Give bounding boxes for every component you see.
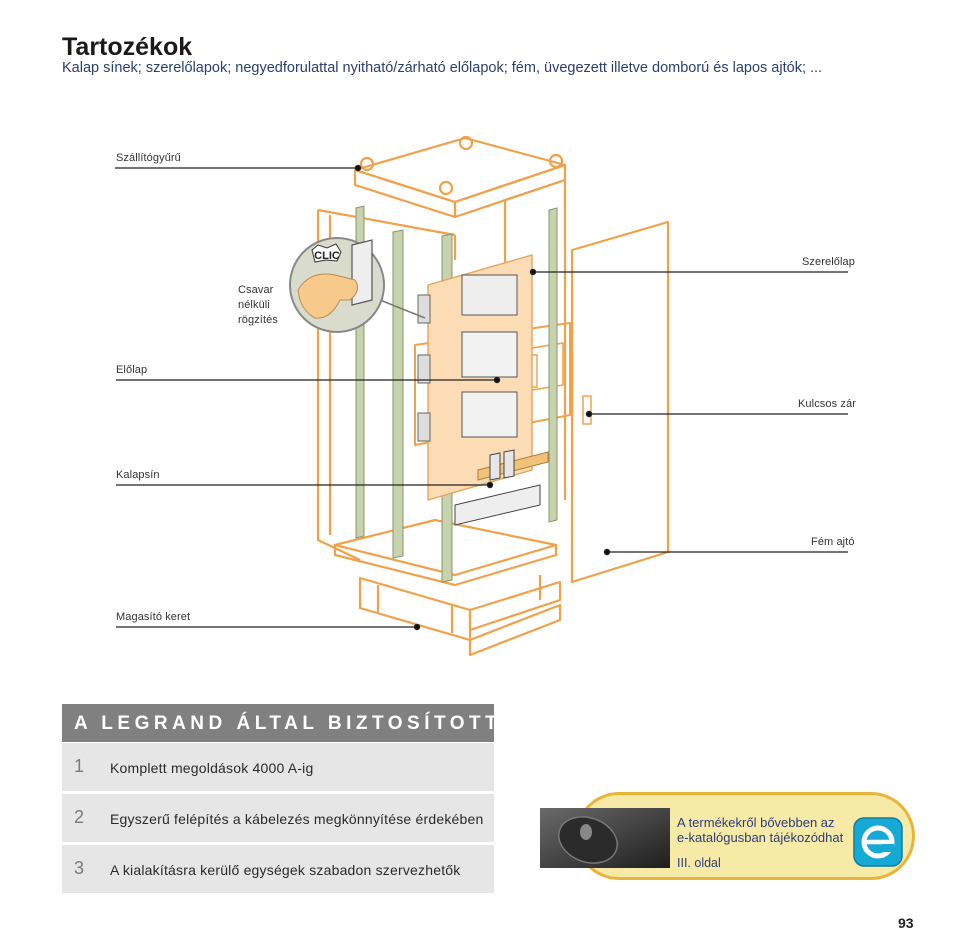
advantage-row: 3 A kialakításra kerülő egységek szabado…	[62, 845, 494, 893]
din-rail-terminals	[454, 449, 549, 526]
computer-mouse-photo	[540, 808, 670, 868]
clip-detail-magnifier: CLIC	[289, 237, 426, 333]
advantage-text: A kialakításra kerülő egységek szabadon …	[110, 862, 461, 878]
advantage-text: Egyszerű felépítés a kábelezés megkönnyí…	[110, 811, 484, 827]
promo-page-ref[interactable]: III. oldal	[677, 856, 721, 870]
advantage-number: 3	[74, 858, 85, 878]
label-line: rögzítés	[238, 314, 278, 326]
label-line: nélküli	[238, 299, 270, 311]
advantage-number: 1	[74, 756, 85, 776]
leader-lines	[115, 164, 848, 631]
lifting-ring-icon	[458, 135, 474, 151]
label-kulcsos-zar: Kulcsos zár	[798, 398, 856, 410]
cabinet-exploded-diagram: CLIC	[115, 135, 848, 657]
label-csavar-nelkuli-rogzites: Csavar nélküli rögzítés	[238, 283, 278, 328]
label-magasito-keret: Magasító keret	[116, 611, 191, 623]
clic-label: CLIC	[314, 250, 340, 262]
advantage-row: 2 Egyszerű felépítés a kábelezés megkönn…	[62, 794, 494, 842]
lifting-ring-icon	[359, 156, 375, 172]
label-kalapsin: Kalapsín	[116, 469, 160, 481]
hand-icon	[297, 273, 359, 319]
advantage-number: 2	[74, 807, 85, 827]
label-szallitogyuru: Szállítógyűrű	[116, 152, 181, 164]
e-catalog-icon[interactable]	[853, 817, 903, 867]
e-catalog-promo[interactable]: A termékekről bővebben az e-katalógusban…	[540, 792, 915, 880]
clic-burst-icon	[311, 243, 342, 263]
lifting-ring-icon	[548, 153, 564, 169]
advantages-banner: A LEGRAND ÁLTAL BIZTOSÍTOTT ELŐNYÖK	[62, 704, 494, 742]
page-title: Tartozékok	[62, 33, 193, 61]
label-fem-ajto: Fém ajtó	[811, 536, 855, 548]
promo-line-1: A termékekről bővebben az	[677, 815, 835, 830]
page-subtitle: Kalap sínek; szerelőlapok; negyedforulat…	[62, 60, 823, 76]
advantage-row: 1 Komplett megoldások 4000 A-ig	[62, 743, 494, 791]
label-elolap: Előlap	[116, 364, 148, 376]
label-szerelolap: Szerelőlap	[802, 256, 855, 268]
lifting-ring-icon	[438, 180, 454, 196]
page-number: 93	[898, 915, 914, 929]
advantage-text: Komplett megoldások 4000 A-ig	[110, 760, 314, 776]
label-line: Csavar	[238, 284, 274, 296]
promo-line-2: e-katalógusban tájékozódhat	[677, 830, 844, 845]
